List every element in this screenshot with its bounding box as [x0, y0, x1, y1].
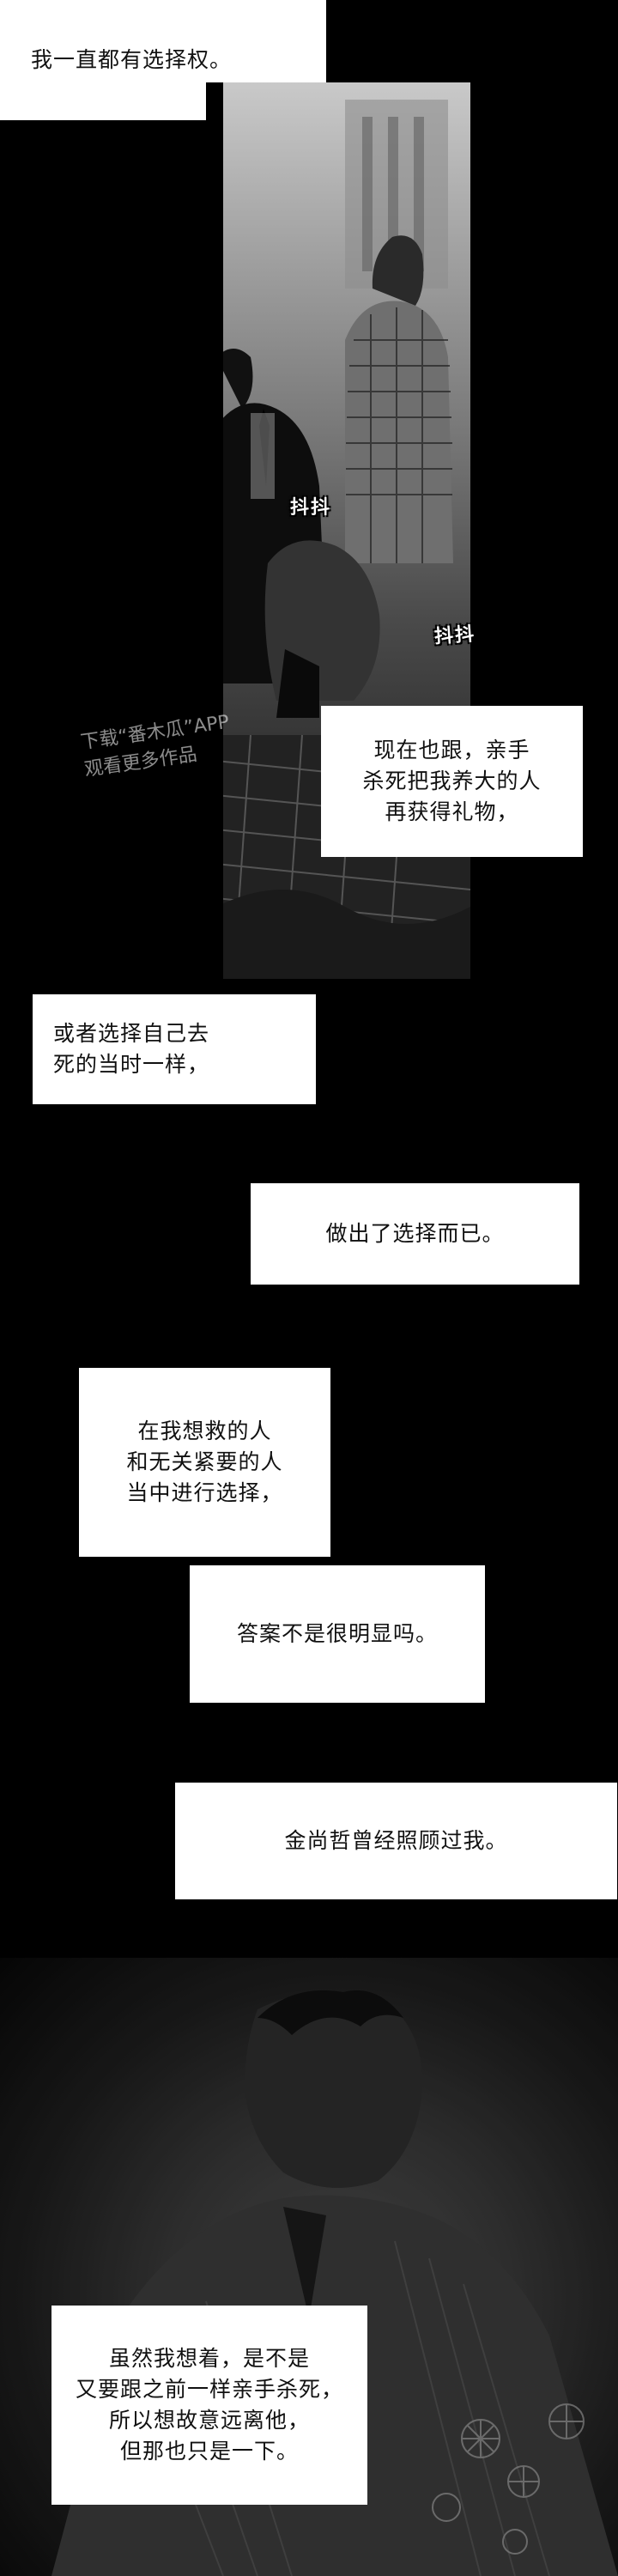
caption-line: 做出了选择而已。 — [325, 1221, 505, 1246]
caption-line: 当中进行选择， — [126, 1480, 283, 1505]
caption-line: 我一直都有选择权。 — [31, 47, 233, 72]
caption-line: 答案不是很明显吗。 — [236, 1621, 438, 1646]
caption-box-8: 虽然我想着，是不是 又要跟之前一样亲手杀死， 所以想故意远离他， 但那也只是一下… — [52, 2306, 367, 2505]
caption-line: 和无关紧要的人 — [126, 1449, 283, 1474]
caption-box-2: 现在也跟，亲手 杀死把我养大的人 再获得礼物， — [321, 706, 583, 857]
sfx-tremble-2: 抖抖 — [433, 623, 477, 648]
caption-box-1: 我一直都有选择权。 — [0, 0, 326, 120]
caption-line: 死的当时一样， — [53, 1052, 210, 1077]
caption-line: 又要跟之前一样亲手杀死， — [75, 2377, 343, 2402]
panel-border — [206, 82, 223, 979]
caption-line: 金尚哲曾经照顾过我。 — [284, 1828, 508, 1853]
sfx-tremble-1: 抖抖 — [290, 497, 332, 519]
office-scene-illustration — [216, 100, 470, 979]
caption-box-5: 在我想救的人 和无关紧要的人 当中进行选择， — [79, 1368, 330, 1557]
caption-line: 或者选择自己去 — [53, 1021, 210, 1046]
caption-line: 杀死把我养大的人 — [362, 769, 542, 793]
caption-line: 但那也只是一下。 — [119, 2439, 299, 2464]
caption-box-7: 金尚哲曾经照顾过我。 — [175, 1783, 617, 1899]
caption-line: 再获得礼物， — [385, 799, 519, 824]
caption-line: 在我想救的人 — [137, 1419, 272, 1443]
caption-line: 所以想故意远离他， — [108, 2408, 310, 2433]
caption-box-3: 或者选择自己去 死的当时一样， — [33, 994, 316, 1104]
caption-line: 虽然我想着，是不是 — [108, 2346, 310, 2371]
caption-line: 现在也跟，亲手 — [373, 738, 530, 762]
caption-box-6: 答案不是很明显吗。 — [190, 1565, 485, 1703]
caption-box-4: 做出了选择而已。 — [251, 1183, 579, 1285]
